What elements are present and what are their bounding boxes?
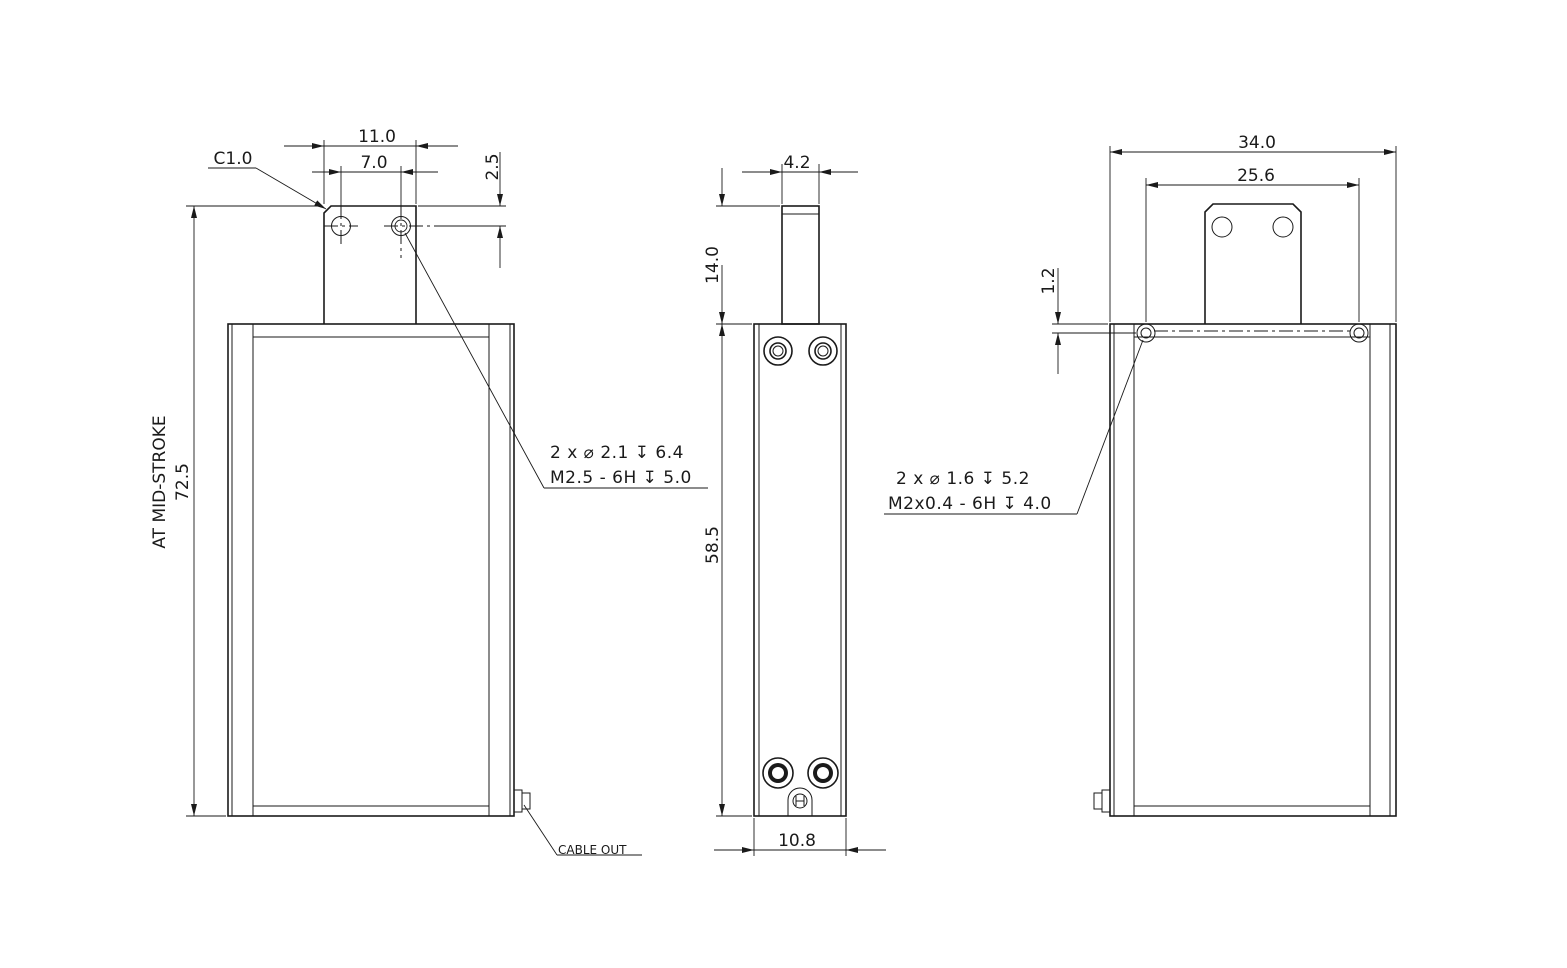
- front-hole-note-1: 2 x ⌀ 2.1 ↧ 6.4: [550, 443, 684, 463]
- side-tab: [781, 205, 820, 325]
- dim-tab-height: 14.0: [703, 246, 723, 284]
- side-cable-exit: [787, 787, 813, 816]
- cable-out-stub: [513, 789, 523, 813]
- front-left-rail: [231, 323, 254, 817]
- side-screw-bottom-right: [807, 757, 839, 789]
- front-view: 11.0 7.0 2.5 C1.0 72.5 AT MID-STROKE 2 x…: [150, 127, 708, 857]
- back-hole-note-2: M2x0.4 - 6H ↧ 4.0: [888, 494, 1052, 514]
- dim-overall-height: 72.5: [173, 463, 193, 501]
- dim-height-note: AT MID-STROKE: [150, 415, 170, 548]
- front-body-outline: [227, 323, 515, 817]
- side-view: 4.2 14.0 58.5 10.8: [703, 153, 886, 856]
- back-tab-hole-right: [1272, 216, 1294, 238]
- dim-hole-spacing-back: 25.6: [1237, 166, 1275, 186]
- front-hole-note-2: M2.5 - 6H ↧ 5.0: [550, 468, 692, 488]
- back-view: 34.0 25.6 1.2 2 x ⌀ 1.6 ↧ 5.2 M2x0.4 - 6…: [884, 133, 1397, 817]
- back-hole-left: [1136, 323, 1156, 343]
- dim-hole-spacing-front: 7.0: [360, 153, 387, 173]
- dim-body-depth: 10.8: [778, 831, 816, 851]
- cable-out-label: CABLE OUT: [558, 843, 627, 857]
- back-hole-note-1: 2 x ⌀ 1.6 ↧ 5.2: [896, 469, 1030, 489]
- dim-overall-width: 34.0: [1238, 133, 1276, 153]
- side-screw-top-right: [808, 336, 838, 366]
- side-body-outline: [753, 323, 847, 817]
- dim-chamfer: C1.0: [214, 149, 253, 169]
- dim-hole-offset-front: 2.5: [483, 153, 503, 180]
- back-hole-right: [1349, 323, 1369, 343]
- dim-body-height: 58.5: [703, 526, 723, 564]
- front-right-rail: [488, 323, 511, 817]
- side-screw-top-left: [763, 336, 793, 366]
- back-mounting-tab: [1204, 203, 1302, 324]
- back-cable-stub: [1101, 789, 1111, 813]
- back-tab-hole-left: [1211, 216, 1233, 238]
- side-screw-bottom-left: [762, 757, 794, 789]
- dim-tab-width: 11.0: [358, 127, 396, 147]
- back-body-outline: [1109, 323, 1397, 817]
- dim-tab-thickness: 4.2: [783, 153, 810, 173]
- dim-hole-offset-back: 1.2: [1039, 267, 1059, 294]
- front-mounting-tab: [323, 205, 417, 324]
